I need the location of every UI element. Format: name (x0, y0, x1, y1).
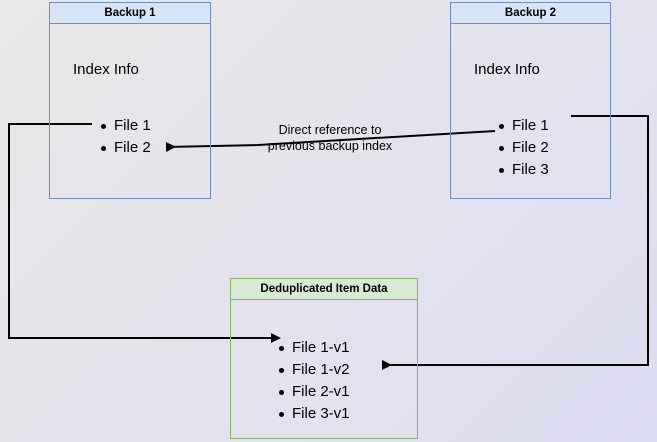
list-item: File 2 (99, 137, 151, 159)
deduplicated-item-list: File 1-v1 File 1-v2 File 2-v1 File 3-v1 (277, 337, 350, 425)
backup-1-body: Index Info File 1 File 2 (49, 24, 211, 199)
list-item: File 1 (497, 115, 549, 137)
backup-2-title: Backup 2 (450, 2, 611, 24)
backup-2-box: Backup 2 Index Info File 1 File 2 File 3 (450, 2, 611, 199)
backup-2-file-list: File 1 File 2 File 3 (497, 115, 549, 181)
list-item: File 3 (497, 159, 549, 181)
list-item: File 2 (497, 137, 549, 159)
list-item: File 3-v1 (277, 403, 350, 425)
deduplicated-item-data-title: Deduplicated Item Data (230, 278, 418, 300)
deduplicated-item-data-body: File 1-v1 File 1-v2 File 2-v1 File 3-v1 (230, 300, 418, 439)
backup-2-index-label: Index Info (474, 61, 540, 78)
list-item: File 1-v2 (277, 359, 350, 381)
backup-1-index-label: Index Info (73, 61, 139, 78)
backup-1-box: Backup 1 Index Info File 1 File 2 (49, 2, 211, 199)
deduplicated-item-data-box: Deduplicated Item Data File 1-v1 File 1-… (230, 278, 418, 439)
backup-1-title: Backup 1 (49, 2, 211, 24)
backup-2-body: Index Info File 1 File 2 File 3 (450, 24, 611, 199)
list-item: File 2-v1 (277, 381, 350, 403)
list-item: File 1 (99, 115, 151, 137)
direct-reference-annotation: Direct reference to previous backup inde… (267, 123, 393, 153)
backup-1-file-list: File 1 File 2 (99, 115, 151, 159)
list-item: File 1-v1 (277, 337, 350, 359)
